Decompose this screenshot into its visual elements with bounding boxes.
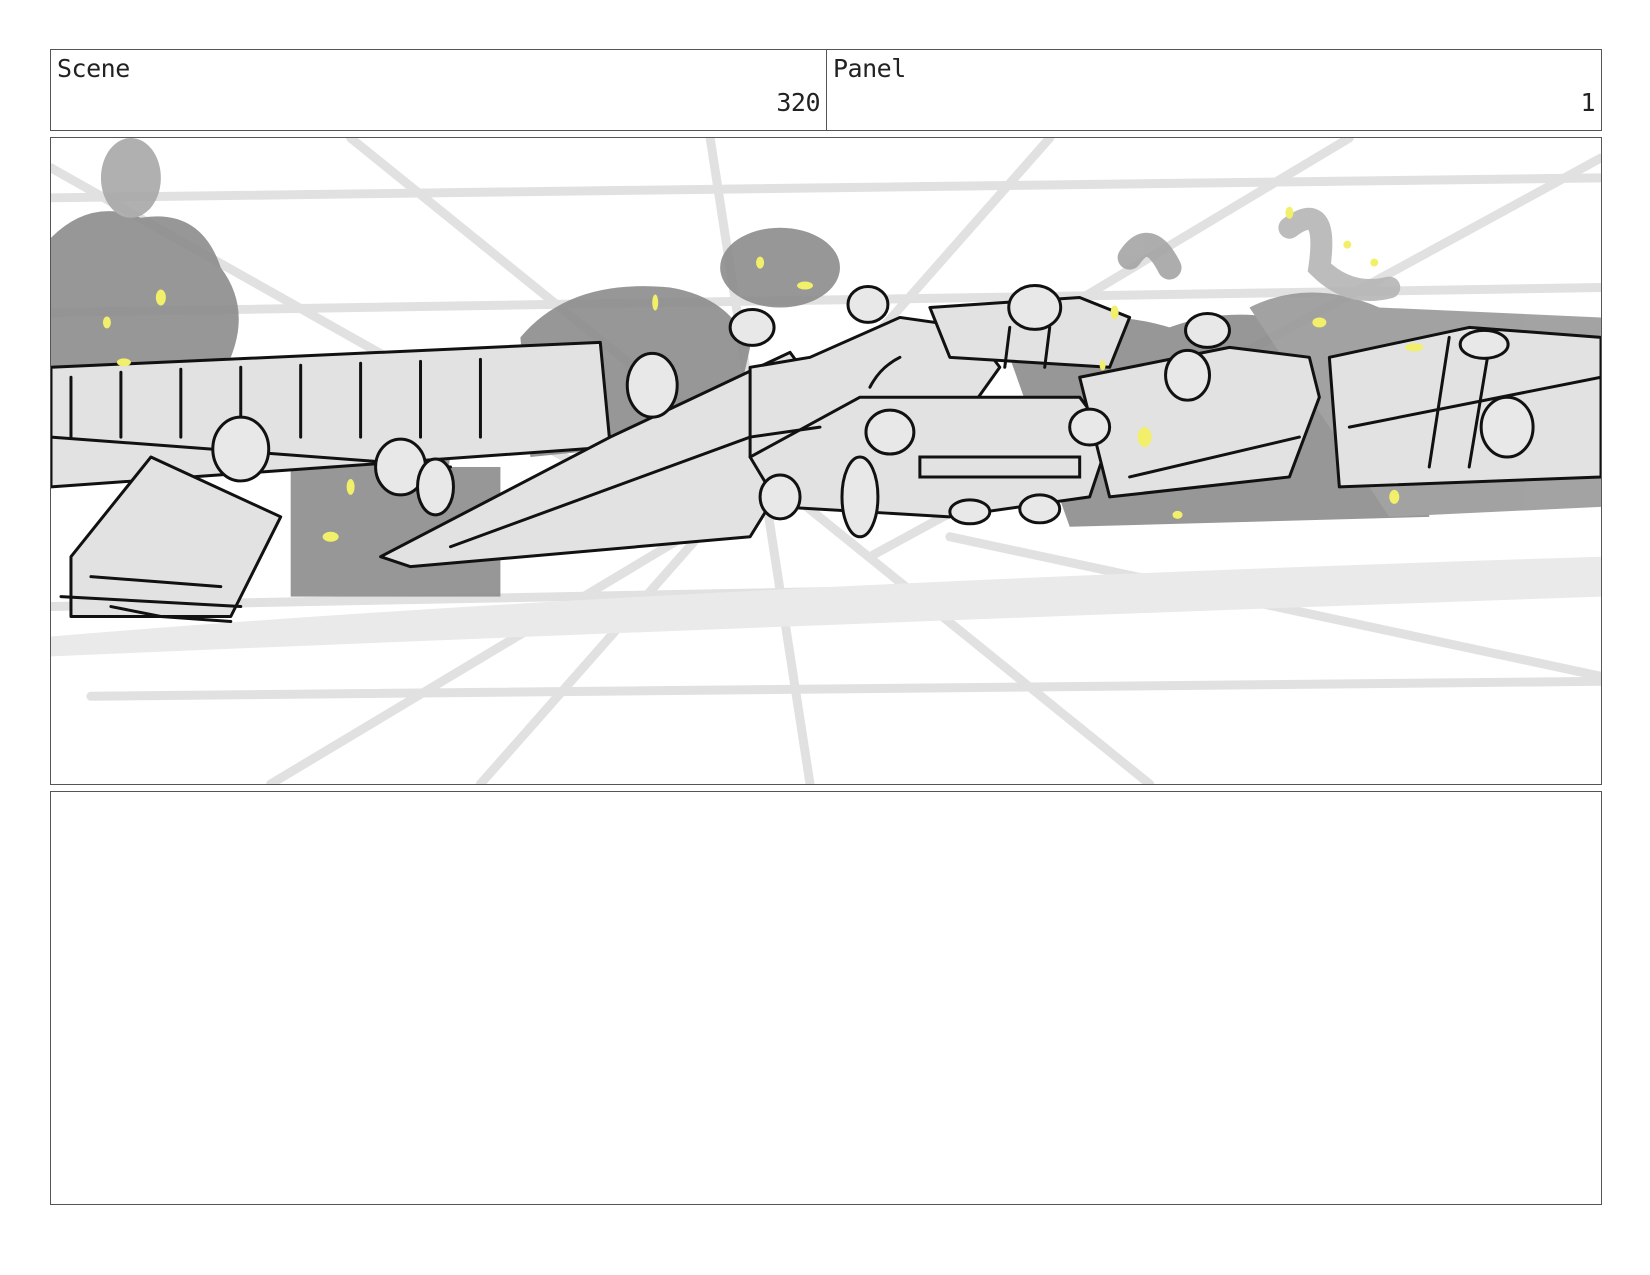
scene-number: 320 (776, 88, 820, 117)
storyboard-header: Scene 320 Panel 1 (50, 49, 1602, 131)
storyboard-frame (50, 137, 1602, 785)
panel-number: 1 (1580, 88, 1595, 117)
scene-cell: Scene 320 (51, 50, 827, 130)
car-bodies (51, 296, 1601, 619)
car-pileup-sketch (51, 138, 1601, 784)
panel-cell: Panel 1 (827, 50, 1601, 130)
wheels (211, 284, 1535, 539)
sparks (102, 206, 1424, 542)
notes-area (50, 791, 1602, 1205)
road-shadow (51, 556, 1601, 657)
panel-label: Panel (833, 54, 906, 83)
scene-label: Scene (57, 54, 130, 83)
